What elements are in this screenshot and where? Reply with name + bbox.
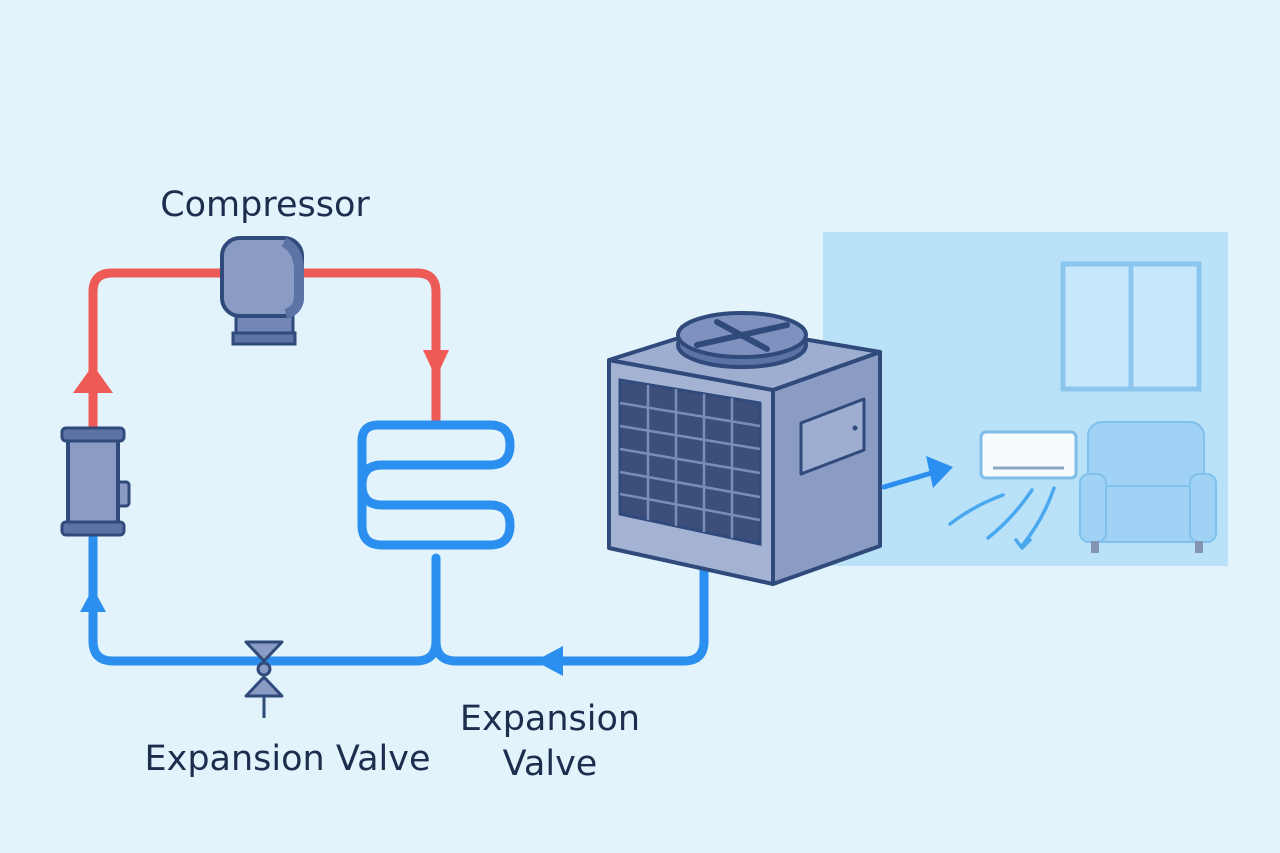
hot-line-left [88,268,230,435]
hot-line-right [295,268,441,430]
expansion-valve-label: Expansion Valve [144,739,431,779]
condenser-coil [357,420,515,550]
wall-ac-unit-icon [979,430,1078,480]
indoor-room [823,232,1228,566]
outdoor-condenser-unit-icon [607,311,882,586]
cold-line-right [431,565,709,666]
arrow-down-red-icon [423,350,449,378]
expansion-valve-icon [244,640,284,718]
armchair-icon [1079,421,1217,553]
service-panel [799,397,866,476]
arrow-left-blue-icon [535,646,563,676]
arrow-up-blue-icon [80,588,106,612]
receiver-drier-icon [60,426,131,537]
arrow-to-room-icon [881,456,953,490]
window-icon [1060,261,1202,392]
flow-arrows [73,350,563,676]
compressor-label: Compressor [160,185,370,225]
fan-icon [676,311,808,369]
expansion-valve-label-secondary: Expansion Valve [459,699,641,784]
cool-air-flow-icon [948,486,1056,550]
condenser-grille [618,378,762,546]
compressor-icon [220,236,304,346]
arrow-up-red-icon [73,365,113,393]
